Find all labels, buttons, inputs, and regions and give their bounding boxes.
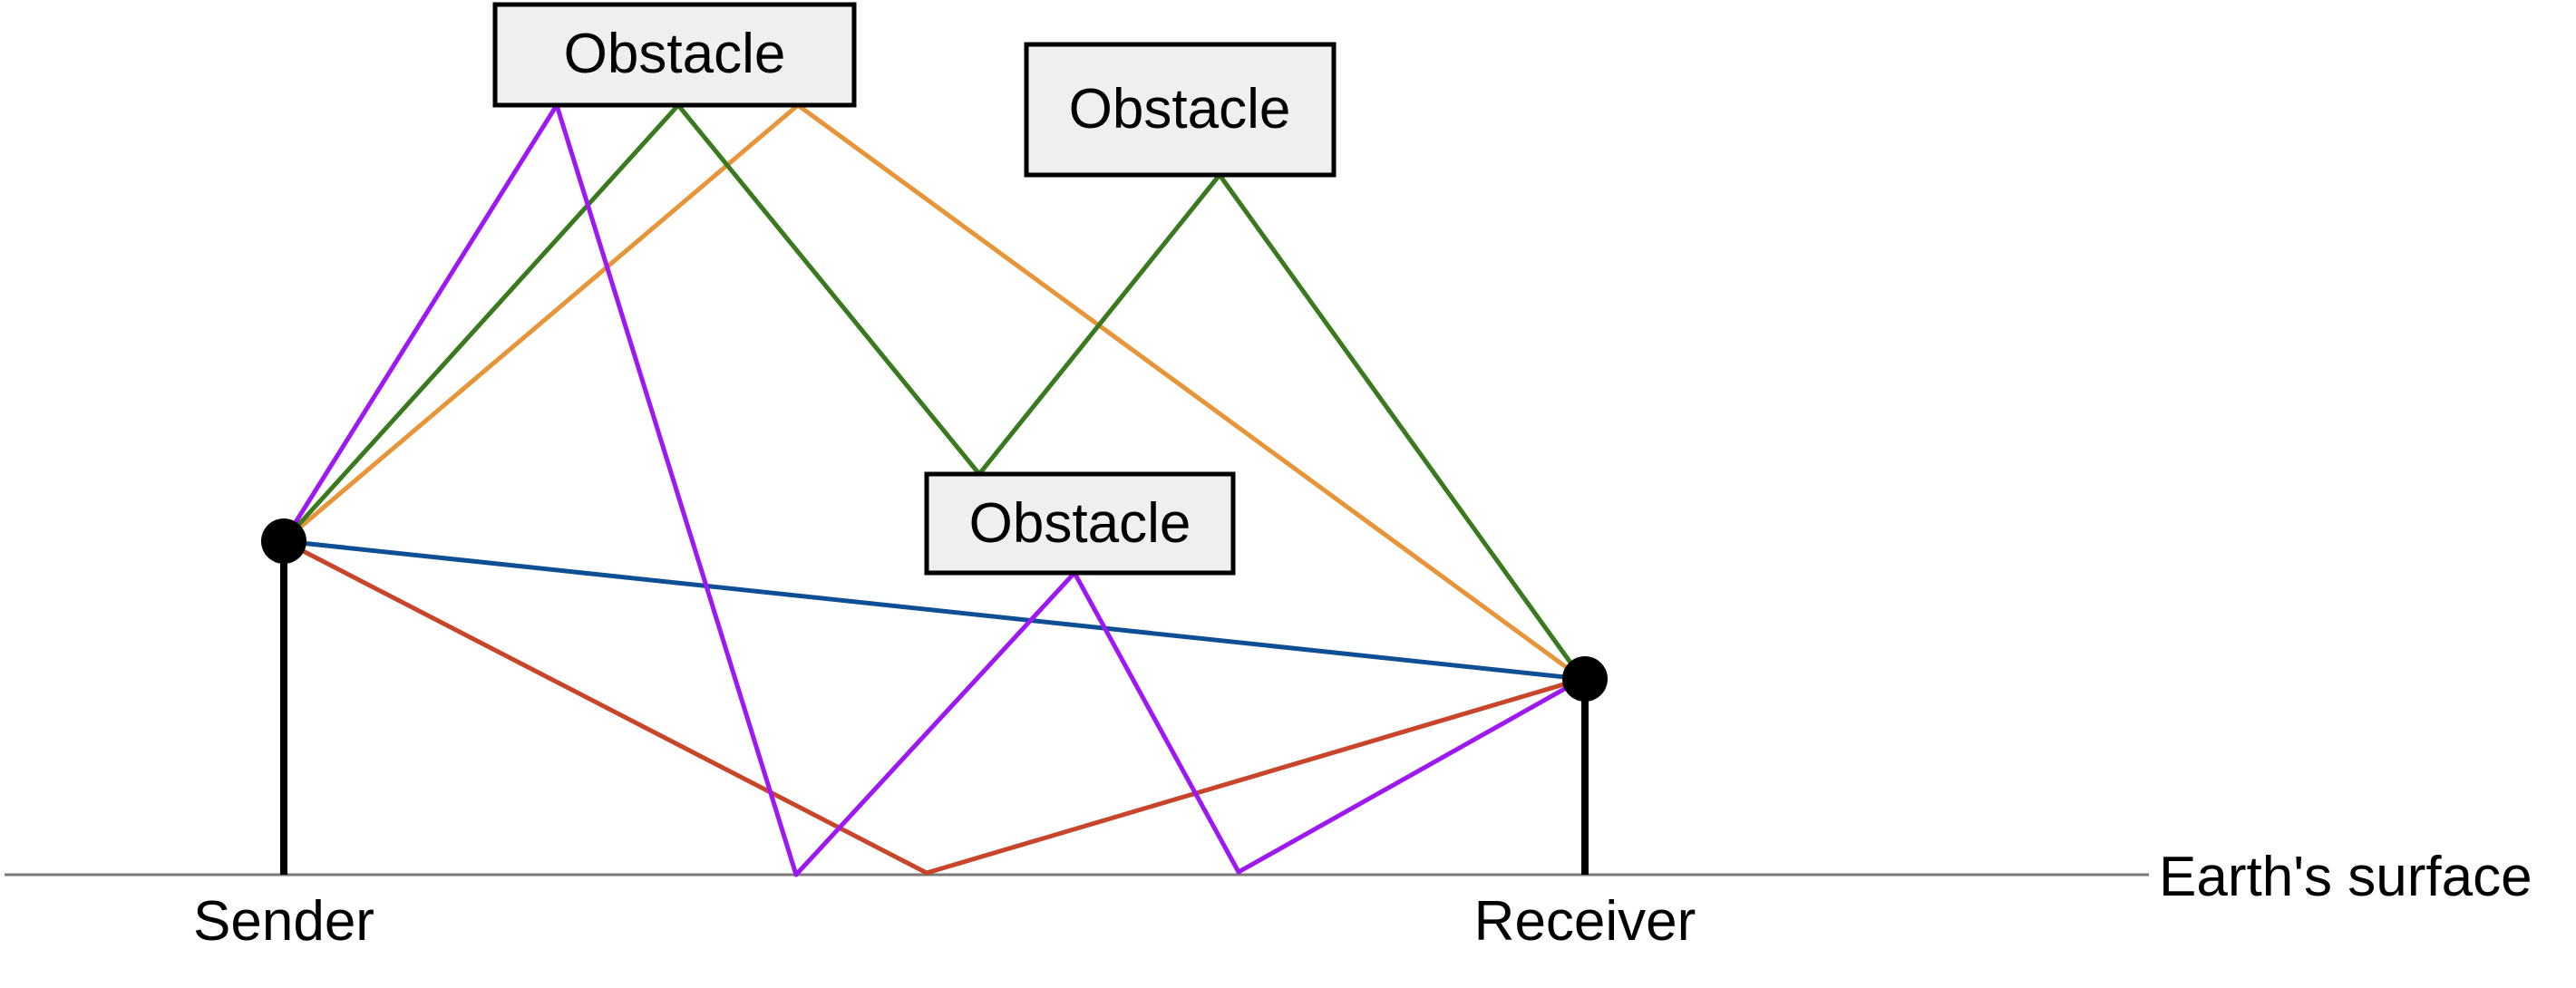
- sender-label: Sender: [193, 890, 374, 953]
- obstacle-top-right: Obstacle: [1024, 42, 1337, 178]
- ground-reflection-path: [281, 538, 1585, 876]
- mixed-reflection-segment-3: [793, 570, 1077, 877]
- single-obstacle-path: [281, 102, 1585, 682]
- obstacle-label: Obstacle: [1069, 78, 1291, 140]
- single-obstacle-segment-2: [795, 102, 1585, 682]
- multi-obstacle-segment-4: [1217, 172, 1585, 682]
- multi-obstacle-segment-3: [977, 172, 1222, 477]
- ground-reflection-segment-2: [924, 676, 1585, 876]
- mixed-reflection-segment-1: [281, 102, 559, 544]
- receiver-label: Receiver: [1474, 890, 1696, 953]
- mixed-reflection-segment-5: [1236, 676, 1585, 875]
- obstacle-box: [1024, 42, 1337, 178]
- single-obstacle-segment-1: [281, 102, 801, 544]
- multi-obstacle-segment-1: [281, 102, 681, 544]
- sender: Sender: [193, 518, 374, 953]
- mixed-reflection-segment-2: [554, 102, 799, 877]
- obstacle-box: [924, 471, 1236, 576]
- earth-surface-label: Earth's surface: [2159, 846, 2532, 908]
- sender-node: [261, 518, 306, 564]
- receiver-node: [1562, 656, 1608, 702]
- multi-obstacle-segment-2: [676, 102, 982, 477]
- obstacle-box: [492, 2, 857, 108]
- direct-path-segment: [281, 538, 1585, 682]
- receiver: Receiver: [1474, 656, 1696, 953]
- obstacle-top-left: Obstacle: [492, 2, 857, 108]
- mixed-reflection-path: [281, 102, 1585, 877]
- obstacle-middle: Obstacle: [924, 471, 1236, 576]
- obstacle-label: Obstacle: [564, 23, 786, 85]
- mixed-reflection-segment-4: [1072, 570, 1241, 875]
- obstacle-label: Obstacle: [969, 492, 1191, 555]
- direct-path: [281, 538, 1585, 682]
- ground-reflection-segment-1: [281, 538, 929, 876]
- multi-obstacle-path: [281, 102, 1585, 682]
